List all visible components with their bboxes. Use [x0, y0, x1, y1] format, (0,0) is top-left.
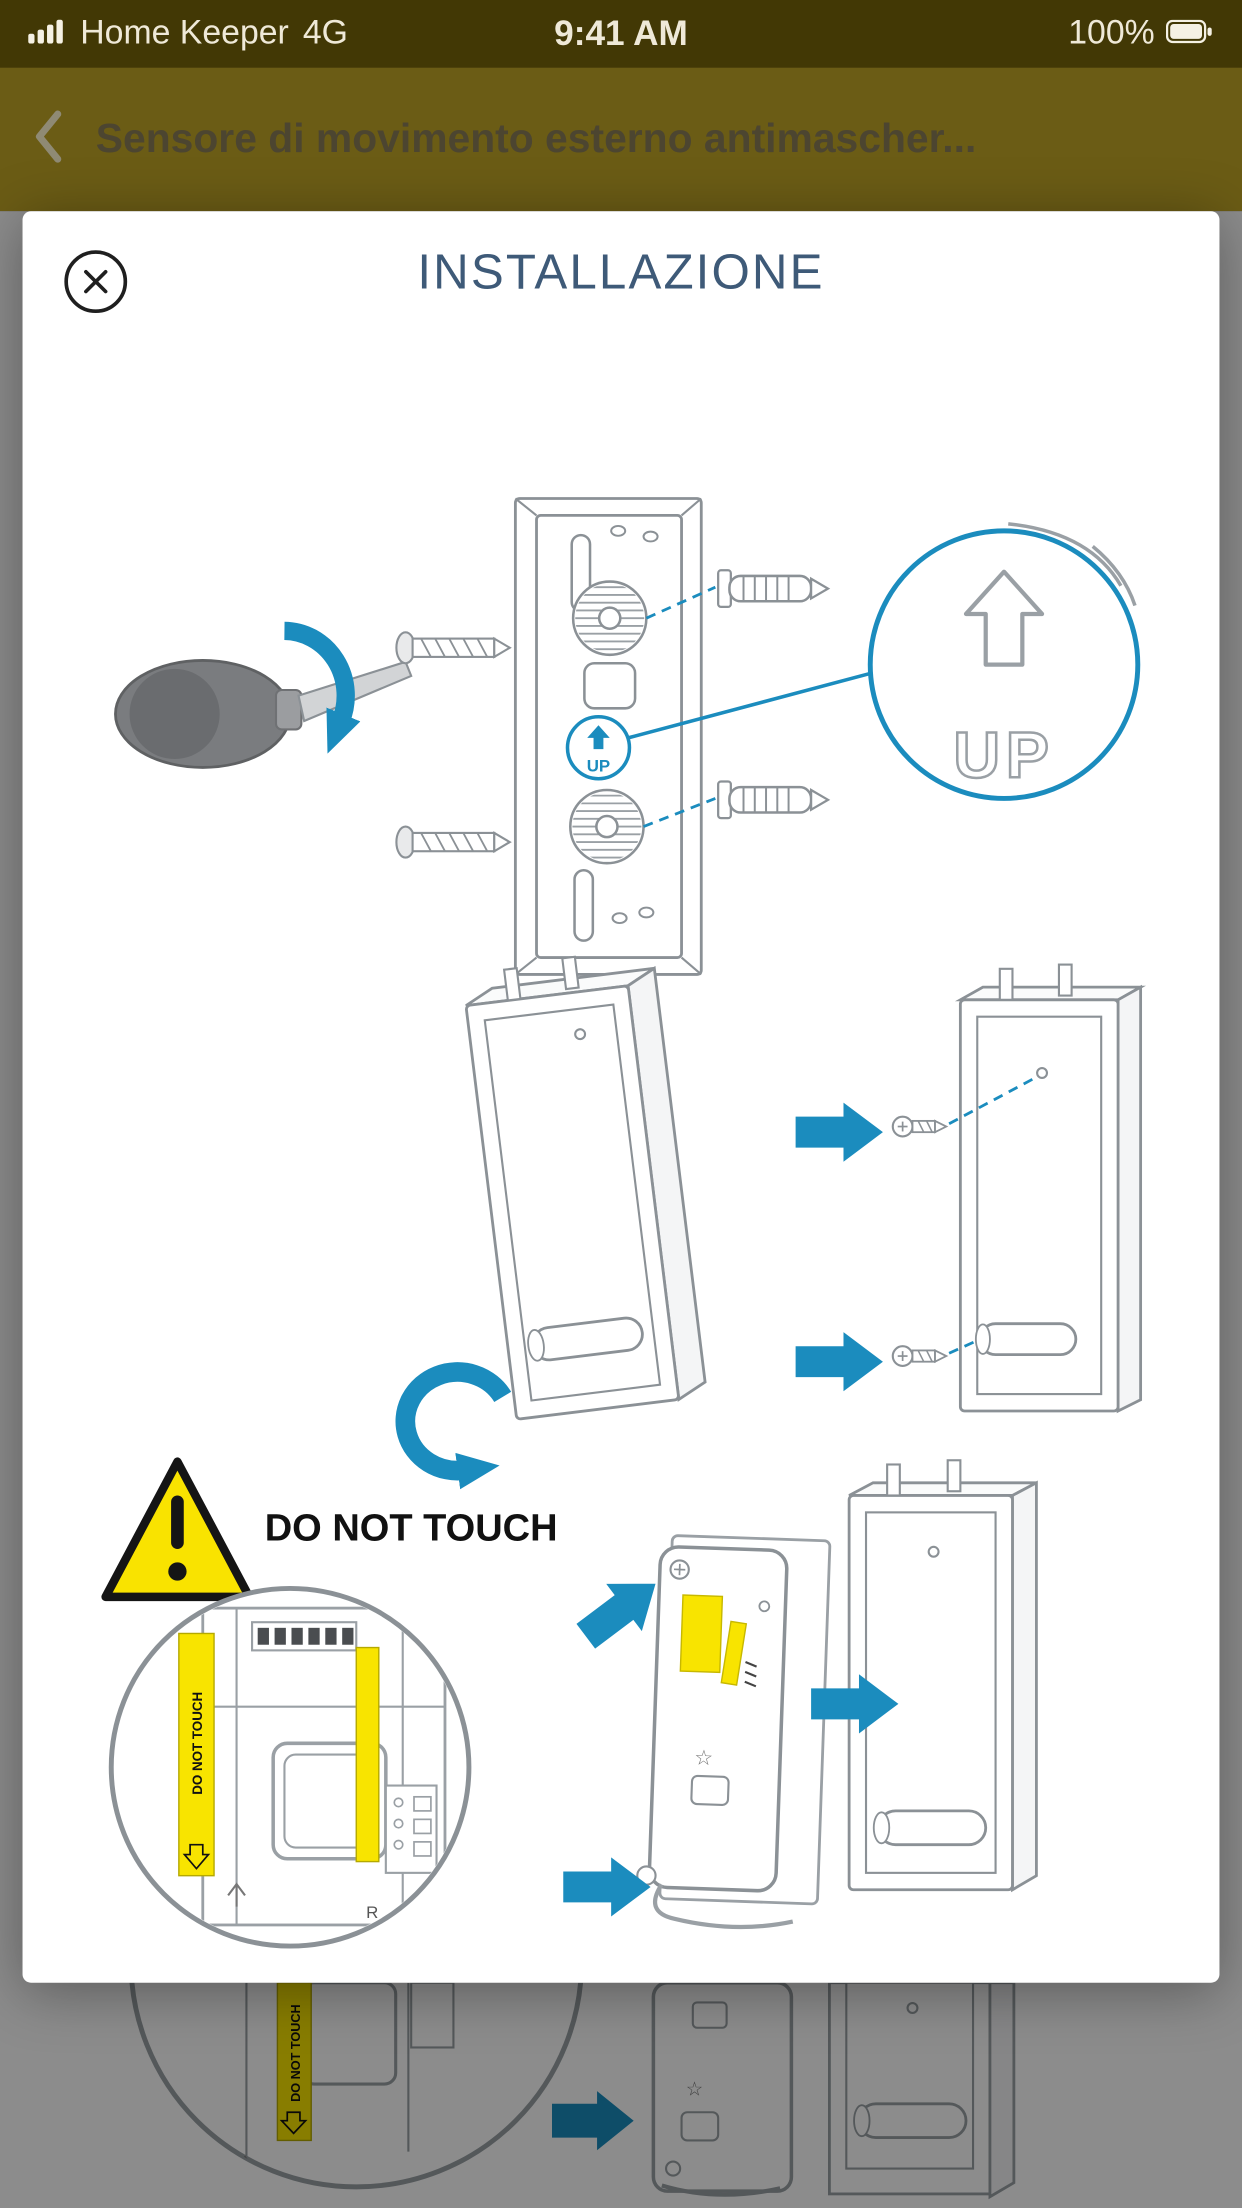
wall-screw-bottom — [395, 825, 511, 859]
star-icon: ☆ — [686, 2078, 704, 2100]
app-header: Home Keeper 4G 9:41 AM 100% — [0, 0, 1242, 212]
back-button[interactable] — [20, 97, 76, 181]
background-sensor-module: ☆ — [651, 1982, 794, 2197]
bracket-box-upright — [954, 963, 1146, 1414]
battery-percent: 100% — [1068, 14, 1155, 53]
wall-screw-top — [395, 631, 511, 665]
fix-arrow-mid — [795, 1332, 883, 1392]
background-do-not-touch-strip: DO NOT TOUCH — [276, 1982, 312, 2142]
up-callout-label: UP — [953, 718, 1054, 791]
mounting-bracket: UP — [513, 497, 703, 976]
nav-bar: Sensore di movimento esterno antimascher… — [0, 67, 1242, 212]
fix-arrow-top — [795, 1102, 883, 1162]
up-badge-label: UP — [587, 757, 610, 776]
wall-anchor-top — [716, 569, 830, 609]
terminal-block — [384, 1784, 438, 1874]
fix-screw-mid — [891, 1345, 948, 1367]
background-strip-label: DO NOT TOUCH — [289, 2004, 303, 2102]
modal-title: INSTALLAZIONE — [417, 245, 825, 300]
dip-switches — [257, 1627, 354, 1645]
screwdriver — [114, 659, 413, 769]
bracket-box-tilted — [465, 955, 707, 1421]
close-icon — [62, 250, 130, 320]
close-button[interactable] — [62, 248, 130, 316]
status-bar: Home Keeper 4G 9:41 AM 100% — [0, 0, 1242, 68]
page-title: Sensore di movimento esterno antimascher… — [95, 116, 977, 162]
back-box — [847, 1459, 1038, 1893]
clock: 9:41 AM — [554, 13, 688, 53]
network-label: 4G — [302, 14, 348, 53]
screwdriver-rotation-arrow — [283, 621, 361, 754]
background-magnifier-circle: DO NOT TOUCH — [129, 1982, 583, 2190]
installation-diagram: UP — [101, 497, 1146, 1949]
up-callout-circle: UP — [867, 522, 1141, 801]
magnifier-circle: DO NOT TOUCH R — [108, 1585, 472, 1949]
r-mark: R — [366, 1903, 378, 1922]
rotate-arrow — [395, 1362, 512, 1490]
chevron-left-icon — [32, 109, 63, 170]
up-badge: UP — [565, 714, 632, 781]
installation-modal: INSTALLAZIONE — [22, 211, 1220, 1983]
sensor-module: ☆ — [636, 1534, 832, 1930]
warning-triangle — [101, 1457, 254, 1602]
strip-label: DO NOT TOUCH — [190, 1692, 205, 1795]
background-diagram: DO NOT TOUCH ☆ — [129, 1982, 1016, 2200]
background-back-box — [828, 1982, 1016, 2200]
do-not-touch-strip: DO NOT TOUCH — [178, 1632, 215, 1877]
wall-anchor-bottom — [716, 780, 830, 820]
warning-label: DO NOT TOUCH — [265, 1508, 558, 1550]
background-insert-arrow — [552, 2091, 634, 2151]
carrier-label: Home Keeper — [80, 14, 289, 53]
up-arrow-outline — [963, 569, 1045, 667]
battery-icon — [1165, 14, 1214, 53]
screw-arrow-bottom — [563, 1857, 651, 1917]
fix-screw-top — [891, 1115, 948, 1138]
signal-bars-icon — [28, 14, 66, 53]
star-icon: ☆ — [694, 1746, 714, 1770]
